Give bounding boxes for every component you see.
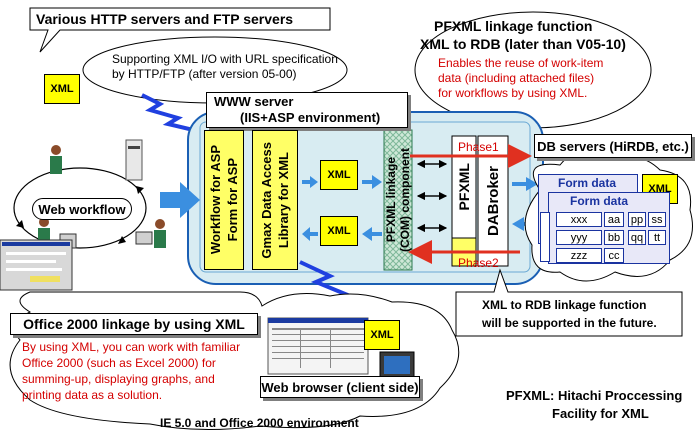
pfxml-def-2: Facility for XML <box>552 406 649 421</box>
form-cell: zzz <box>556 248 602 263</box>
excel-screenshot <box>267 317 369 375</box>
office-linkage-title: Office 2000 linkage by using XML <box>10 313 258 335</box>
dabroker-label: DABroker <box>484 165 502 237</box>
web-browser-label: Web browser (client side) <box>260 376 420 398</box>
xml-badge: XML <box>320 160 358 190</box>
form-cell: bb <box>604 230 624 245</box>
www-server-label <box>206 92 408 128</box>
arrow-db-in <box>512 177 538 191</box>
workflow-asp-label-2: Form for ASP <box>225 158 240 242</box>
top-title: Various HTTP servers and FTP servers <box>36 11 294 27</box>
server-pc-icon <box>125 139 143 181</box>
double-arrows <box>416 159 448 233</box>
xml-badge: XML <box>364 320 400 350</box>
future-callout <box>455 268 683 337</box>
person-icon <box>154 219 166 248</box>
xml-badge: XML <box>44 74 80 104</box>
pfxml-callout-desc-1: Enables the reuse of work-item <box>438 56 604 70</box>
pfxml-label: PFXML <box>456 163 472 211</box>
future-text-2: will be supported in the future. <box>482 316 657 330</box>
db-servers-label: DB servers (HiRDB, etc.) <box>534 134 692 158</box>
pfxml-com-box <box>383 129 413 271</box>
form-cell: xxx <box>556 212 602 227</box>
form-cell: cc <box>604 248 624 263</box>
arrow-xml-to-gmax <box>302 227 318 241</box>
phase1-label: Phase1 <box>458 140 499 154</box>
phase2-label: Phase2 <box>458 256 499 270</box>
web-workflow-label: Web workflow <box>32 198 132 220</box>
workflow-asp-label-1: Workflow for ASP <box>208 145 223 255</box>
form-data-back-title: Form data <box>558 176 617 190</box>
pfxml-com-label-1: PFXML linkage <box>384 157 398 243</box>
pfxml-callout-title-1: PFXML linkage function <box>434 18 593 34</box>
form-cell: ss <box>648 212 666 227</box>
url-spec-text-2: by HTTP/FTP (after version 05-00) <box>112 67 297 81</box>
workflow-cycle <box>13 167 147 249</box>
office-desc-3: summing-up, displaying graphs, and <box>22 372 215 386</box>
form-cell: tt <box>648 230 666 245</box>
dabroker-label-wrap: DABroker <box>478 136 508 266</box>
arrow-pfxml-to-xml <box>362 227 382 241</box>
big-arrow-in <box>160 182 200 218</box>
www-server-subtitle: (IIS+ASP environment) <box>240 110 381 125</box>
pfxml-def-1: PFXML: Hitachi Proccessing <box>506 388 683 403</box>
form-cell-left-edge <box>540 212 550 262</box>
gmax-library-label-1: Gmax Data Access <box>259 141 274 259</box>
ie-env-text: IE 5.0 and Office 2000 environment <box>160 416 359 430</box>
pfxml-callout-desc-2: data (including attached files) <box>438 71 595 85</box>
pfxml-callout-title-2: XML to RDB (later than V05-10) <box>420 36 626 52</box>
form-cell: pp <box>628 212 646 227</box>
xml-badge: XML <box>320 216 358 246</box>
workflow-asp-box: Workflow for ASP Form for ASP <box>204 130 244 270</box>
gmax-library-box: Gmax Data Access Library for XML <box>252 130 298 270</box>
arrow-gmax-to-xml <box>302 176 318 188</box>
form-cell: aa <box>604 212 624 227</box>
pfxml-box <box>451 135 477 239</box>
www-server-title: WWW server <box>214 94 294 109</box>
arrow-xml-to-pfxml <box>362 175 382 189</box>
pc-icon <box>59 231 153 249</box>
dabroker-box <box>477 135 509 267</box>
top-title-bubble <box>29 7 331 53</box>
pfxml-com-label-2: (COM) component <box>398 148 412 252</box>
pfxml-callout-desc-3: for workflows by using XML. <box>438 86 588 100</box>
person-icon <box>50 145 62 174</box>
office-desc-1: By using XML, you can work with familiar <box>22 340 241 354</box>
form-cell: yyy <box>556 230 602 245</box>
gmax-library-label-2: Library for XML <box>276 151 291 249</box>
form-cell: qq <box>628 230 646 245</box>
future-text-1: XML to RDB linkage function <box>482 298 647 312</box>
pfxml-com-label: PFXML linkage (COM) component <box>384 130 412 270</box>
office-desc-4: printing data as a solution. <box>22 388 163 402</box>
office-desc-2: Office 2000 (such as Excel 2000) for <box>22 356 216 370</box>
form-data-front-title: Form data <box>570 194 629 208</box>
form-screenshot <box>0 239 73 291</box>
url-spec-text-1: Supporting XML I/O with URL specificatio… <box>112 52 338 66</box>
